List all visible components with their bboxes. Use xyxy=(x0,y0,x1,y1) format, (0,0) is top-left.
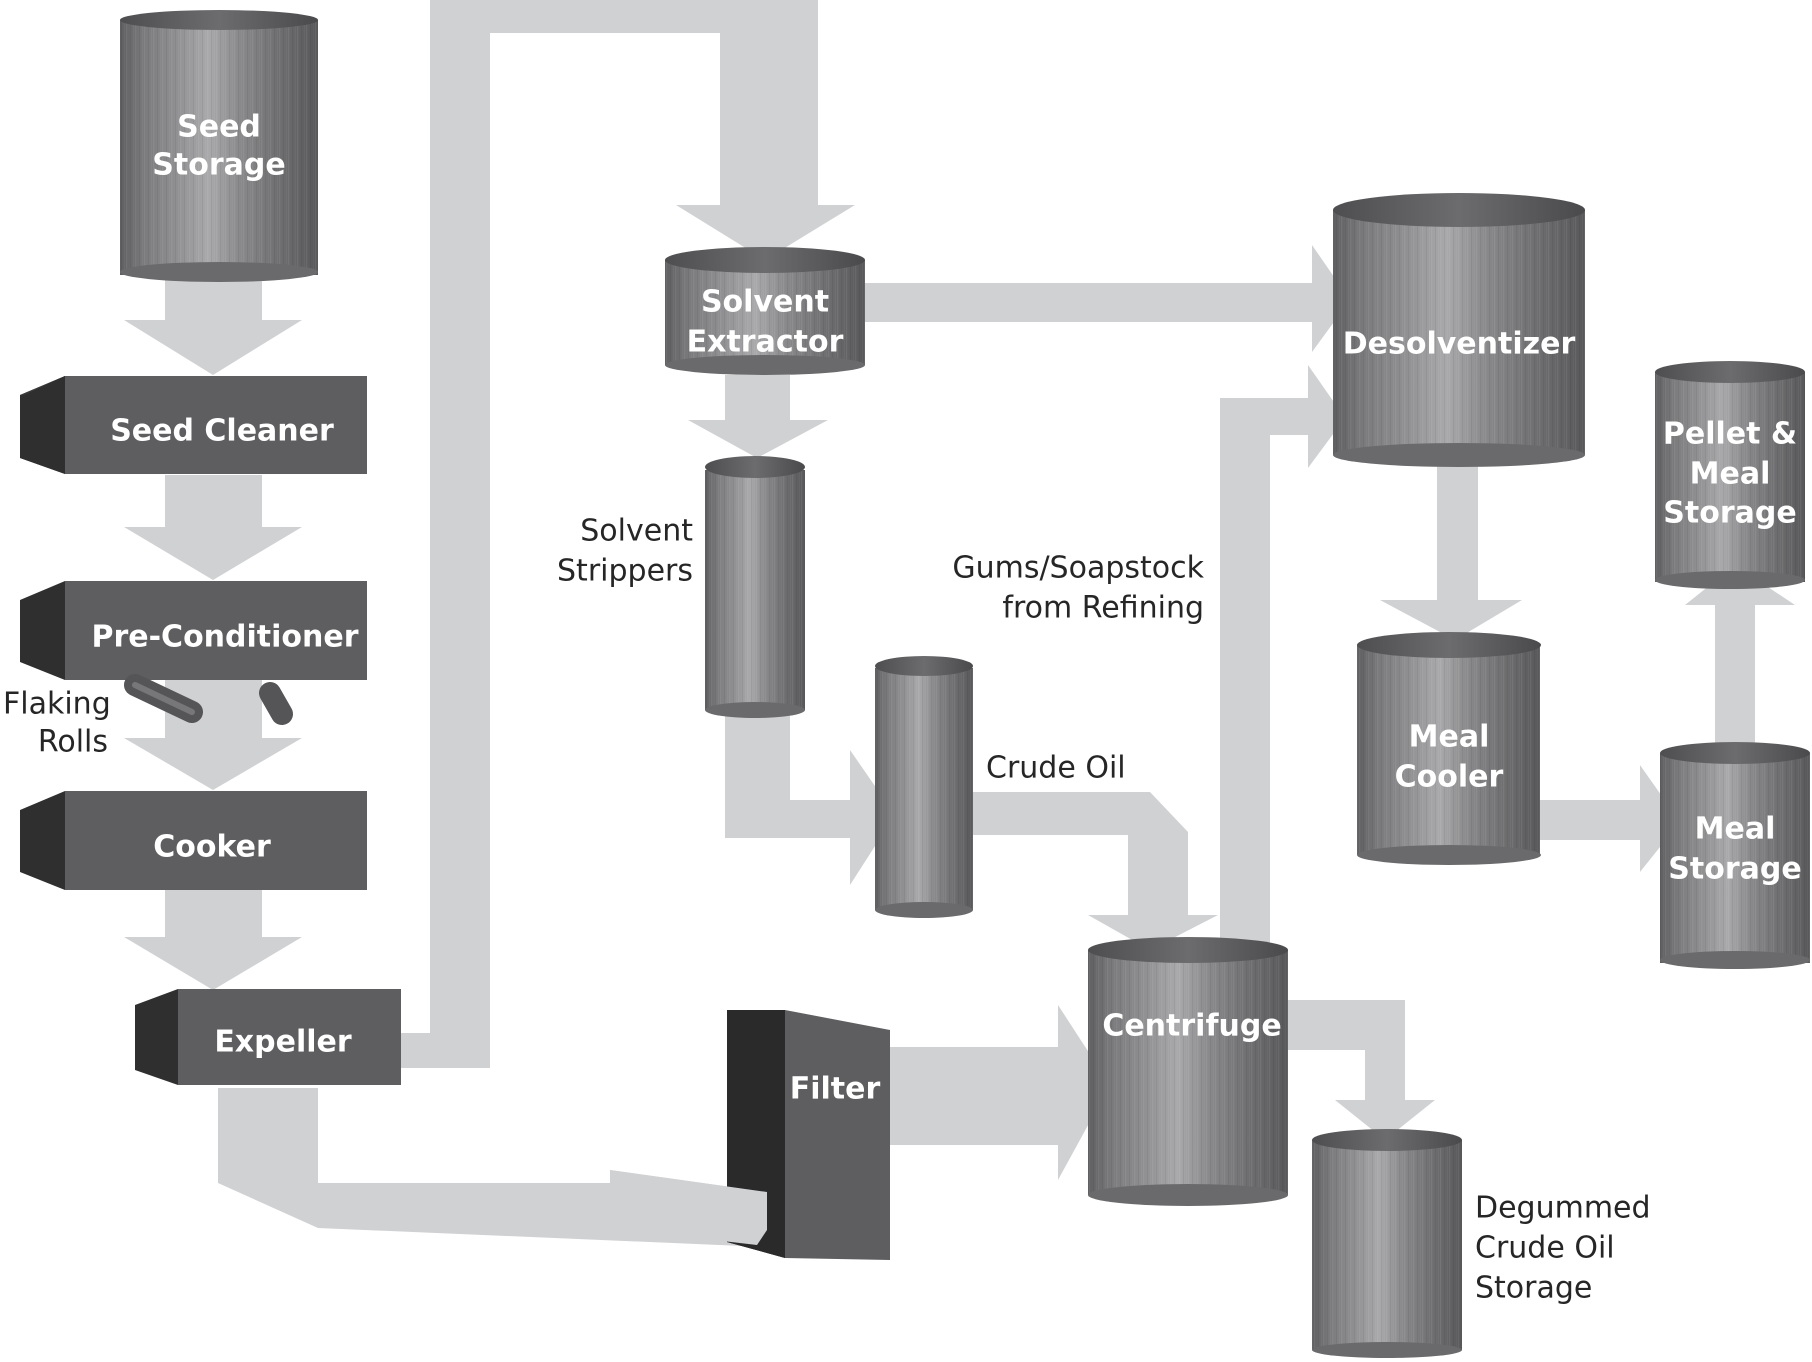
unit-meal-cooler: Meal Cooler xyxy=(1357,632,1541,865)
gums-soapstock-label-line2: from Refining xyxy=(1002,591,1204,626)
unit-pre-conditioner: Pre-Conditioner xyxy=(20,581,367,680)
unit-pellet-meal-storage: Pellet & Meal Storage xyxy=(1655,361,1805,589)
unit-crude-oil-vessel xyxy=(875,656,973,918)
unit-degummed-oil-storage xyxy=(1312,1129,1462,1358)
arrow-meal-to-pellet-storage xyxy=(1685,565,1795,745)
unit-solvent-extractor: Solvent Extractor xyxy=(665,247,865,375)
unit-meal-storage: Meal Storage xyxy=(1660,742,1810,969)
unit-seed-cleaner: Seed Cleaner xyxy=(20,376,367,474)
arrow-extractor-to-desolventizer xyxy=(865,245,1350,352)
arrow-centrifuge-to-degummed xyxy=(1285,1000,1435,1140)
arrow-cooker-to-expeller xyxy=(124,890,302,990)
solvent-extractor-label-line1: Solvent xyxy=(701,285,829,320)
unit-centrifuge: Centrifuge xyxy=(1088,937,1288,1206)
flaking-rolls xyxy=(124,674,293,725)
solvent-strippers-label-line2: Strippers xyxy=(557,554,693,589)
seed-storage-label-line1: Seed xyxy=(177,110,261,145)
degummed-label-line1: Degummed xyxy=(1475,1191,1651,1226)
unit-cooker: Cooker xyxy=(20,791,367,890)
desolventizer-label: Desolventizer xyxy=(1343,327,1576,362)
seed-storage-label-line2: Storage xyxy=(152,148,285,183)
meal-cooler-label-line2: Cooler xyxy=(1395,760,1504,795)
pellet-storage-label-line1: Pellet & xyxy=(1663,417,1797,452)
filter-label: Filter xyxy=(790,1072,881,1107)
cooker-label: Cooker xyxy=(153,830,271,865)
arrow-extractor-to-strippers xyxy=(688,375,828,458)
solvent-strippers-label-line1: Solvent xyxy=(580,514,693,549)
centrifuge-label: Centrifuge xyxy=(1102,1009,1281,1044)
arrow-filter-to-centrifuge xyxy=(890,1005,1110,1180)
arrow-storage-to-cleaner xyxy=(124,275,302,375)
meal-storage-label-line1: Meal xyxy=(1695,812,1776,847)
solvent-extractor-label-line2: Extractor xyxy=(687,325,844,360)
gums-soapstock-label-line1: Gums/Soapstock xyxy=(952,551,1204,586)
meal-cooler-label-line1: Meal xyxy=(1409,720,1490,755)
arrow-gums-to-desolventizer xyxy=(1220,365,1345,945)
arrow-strippers-to-crude-oil xyxy=(725,715,895,885)
pre-conditioner-label: Pre-Conditioner xyxy=(91,620,358,655)
flaking-rolls-label-line1: Flaking xyxy=(3,687,111,722)
seed-cleaner-label: Seed Cleaner xyxy=(110,414,334,449)
degummed-label-line2: Crude Oil xyxy=(1475,1231,1615,1266)
unit-desolventizer: Desolventizer xyxy=(1333,193,1585,467)
expeller-label: Expeller xyxy=(214,1025,352,1060)
arrow-cooler-to-meal-storage xyxy=(1540,765,1680,872)
pellet-storage-label-line3: Storage xyxy=(1663,496,1796,531)
arrow-desolventizer-to-cooler xyxy=(1380,460,1522,640)
crude-oil-label: Crude Oil xyxy=(986,751,1126,786)
pellet-storage-label-line2: Meal xyxy=(1690,457,1771,492)
arrow-crude-oil-to-centrifuge xyxy=(970,792,1218,950)
meal-storage-label-line2: Storage xyxy=(1668,852,1801,887)
unit-seed-storage: Seed Storage xyxy=(120,10,318,282)
unit-expeller: Expeller xyxy=(135,989,401,1085)
external-labels: Flaking Rolls Solvent Strippers Gums/Soa… xyxy=(3,514,1651,1306)
arrow-cleaner-to-preconditioner xyxy=(124,475,302,580)
flaking-rolls-label-line2: Rolls xyxy=(38,725,108,760)
degummed-label-line3: Storage xyxy=(1475,1271,1592,1306)
unit-filter: Filter xyxy=(610,1010,890,1260)
unit-solvent-stripper xyxy=(705,456,805,718)
pipe-expeller-to-extractor xyxy=(400,0,855,1068)
